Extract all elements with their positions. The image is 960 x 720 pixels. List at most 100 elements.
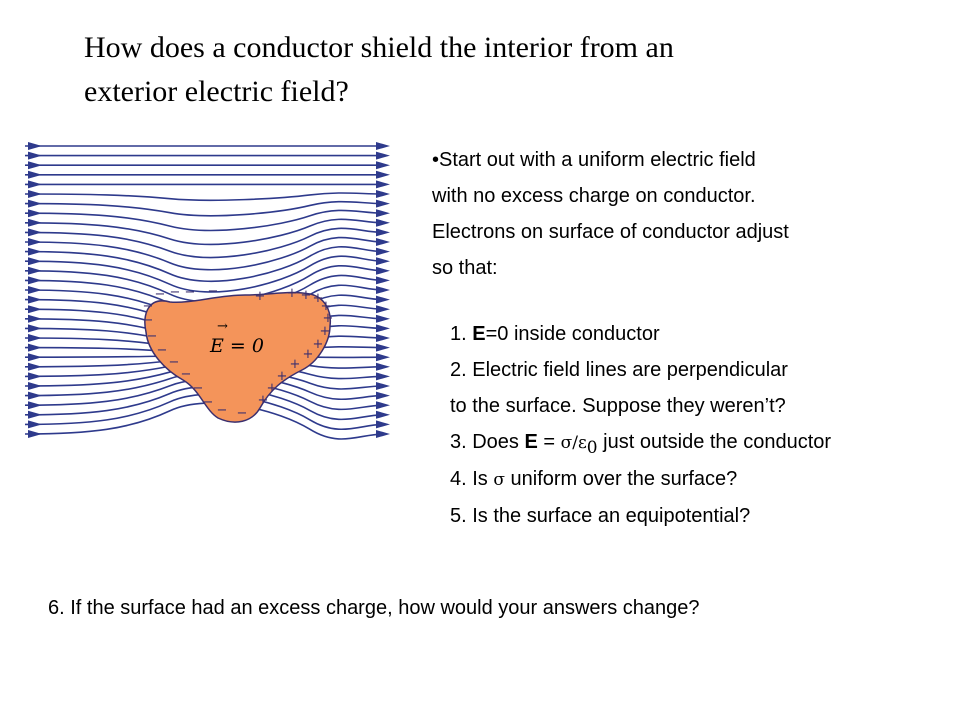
positive-charge: + xyxy=(255,289,266,304)
field-arrowhead xyxy=(376,142,390,150)
field-arrowhead xyxy=(376,228,390,237)
intro-line-4: so that: xyxy=(432,257,498,279)
negative-charge: − xyxy=(217,403,228,418)
field-arrowhead xyxy=(28,334,42,342)
list-item-2-line-2: to the surface. Suppose they weren’t? xyxy=(450,395,786,417)
item3-sigma-over-epsilon: σ/ε xyxy=(560,433,587,453)
item1-prefix: 1. xyxy=(450,323,473,345)
negative-charge: − xyxy=(170,285,181,300)
field-arrowhead xyxy=(28,257,42,266)
e-field-label: → E = 0 xyxy=(209,319,264,357)
field-arrowhead xyxy=(376,190,390,198)
field-arrowhead xyxy=(28,362,42,371)
field-arrowhead xyxy=(376,362,390,371)
vector-arrow-icon: → xyxy=(217,319,228,334)
field-arrowhead xyxy=(376,372,390,381)
field-arrowhead xyxy=(28,314,42,323)
field-arrowhead xyxy=(376,382,390,390)
field-arrowhead xyxy=(376,353,390,362)
item4-suffix: uniform over the surface? xyxy=(504,468,738,490)
positive-charge: + xyxy=(313,291,324,306)
intro-line-3: Electrons on surface of conductor adjust xyxy=(432,221,789,243)
field-arrowhead xyxy=(28,401,42,410)
numbered-list: 1. E=0 inside conductor 2. Electric fiel… xyxy=(450,316,958,534)
item3-equals: = xyxy=(537,431,561,453)
negative-charge: − xyxy=(237,406,248,421)
negative-charge: − xyxy=(143,313,154,328)
field-arrowhead xyxy=(28,372,42,381)
field-arrowhead xyxy=(28,286,42,294)
field-arrowhead xyxy=(376,170,390,179)
positive-charge: + xyxy=(321,299,332,314)
field-arrowhead xyxy=(28,276,42,285)
item3-subscript: 0 xyxy=(586,438,598,458)
positive-charge: + xyxy=(323,311,334,326)
list-item-1: 1. E=0 inside conductor xyxy=(450,316,958,352)
negative-charge: − xyxy=(185,285,196,300)
negative-charge: − xyxy=(157,343,168,358)
field-arrowhead xyxy=(376,257,390,266)
negative-charge: − xyxy=(208,284,219,299)
field-arrowhead xyxy=(28,410,42,419)
field-arrowhead xyxy=(376,199,390,208)
field-arrowhead xyxy=(28,382,42,390)
field-arrowhead xyxy=(376,430,390,438)
field-arrowhead xyxy=(376,247,390,256)
field-arrowhead xyxy=(28,228,42,237)
field-arrowhead xyxy=(28,161,42,170)
list-item-5: 5. Is the surface an equipotential? xyxy=(450,505,751,527)
field-line xyxy=(24,227,384,259)
field-line xyxy=(24,200,384,217)
field-arrowhead xyxy=(28,391,42,400)
field-arrowhead xyxy=(28,430,42,438)
negative-charge: − xyxy=(193,381,204,396)
conductor-body xyxy=(144,291,332,423)
field-arrowhead xyxy=(28,170,42,179)
field-arrowhead xyxy=(376,314,390,323)
field-arrowhead xyxy=(376,295,390,304)
field-arrowhead xyxy=(28,324,42,333)
field-arrowhead xyxy=(376,334,390,342)
positive-charge: + xyxy=(267,381,278,396)
positive-charge: + xyxy=(258,393,269,408)
field-arrowhead xyxy=(376,161,390,170)
field-arrowhead xyxy=(376,286,390,294)
surface-charges: −−−−−−−−−−−−−−+++++++++++++ xyxy=(143,284,334,421)
field-arrowhead xyxy=(28,199,42,208)
title-line-2: exterior electric field? xyxy=(84,75,349,108)
field-arrowhead xyxy=(28,305,42,314)
field-arrowhead xyxy=(28,218,42,227)
field-arrowhead xyxy=(28,238,42,246)
positive-charge: + xyxy=(303,347,314,362)
field-line xyxy=(24,236,384,271)
field-arrowhead xyxy=(28,151,42,160)
intro-line-2: with no excess charge on conductor. xyxy=(432,185,756,207)
negative-charge: − xyxy=(143,299,154,314)
item3-suffix: just outside the conductor xyxy=(597,431,832,453)
field-arrowhead xyxy=(376,218,390,227)
field-arrowhead xyxy=(376,276,390,285)
field-arrowhead xyxy=(28,420,42,429)
positive-charge: + xyxy=(287,286,298,301)
field-arrowhead xyxy=(376,391,390,400)
positive-charge: + xyxy=(290,357,301,372)
field-arrowhead xyxy=(376,324,390,333)
field-arrowhead xyxy=(376,209,390,218)
conductor-field-diagram: −−−−−−−−−−−−−−+++++++++++++ → E = 0 xyxy=(24,142,390,440)
field-arrowhead xyxy=(376,180,390,189)
field-arrowhead xyxy=(28,190,42,198)
slide-title: How does a conductor shield the interior… xyxy=(84,26,884,114)
field-arrowhead xyxy=(28,142,42,150)
field-arrowhead xyxy=(28,209,42,218)
field-arrowhead xyxy=(28,295,42,304)
field-line xyxy=(24,255,384,293)
e-equals-zero-label: E = 0 xyxy=(209,335,264,357)
field-line xyxy=(24,245,384,283)
list-item-3: 3. Does E = σ/ε0 just outside the conduc… xyxy=(450,424,958,461)
item4-prefix: 4. Is xyxy=(450,468,494,490)
negative-charge: − xyxy=(155,287,166,302)
question-6: 6. If the surface had an excess charge, … xyxy=(48,597,700,619)
field-arrowhead xyxy=(376,151,390,160)
negative-charge: − xyxy=(181,367,192,382)
field-arrowhead xyxy=(376,420,390,429)
